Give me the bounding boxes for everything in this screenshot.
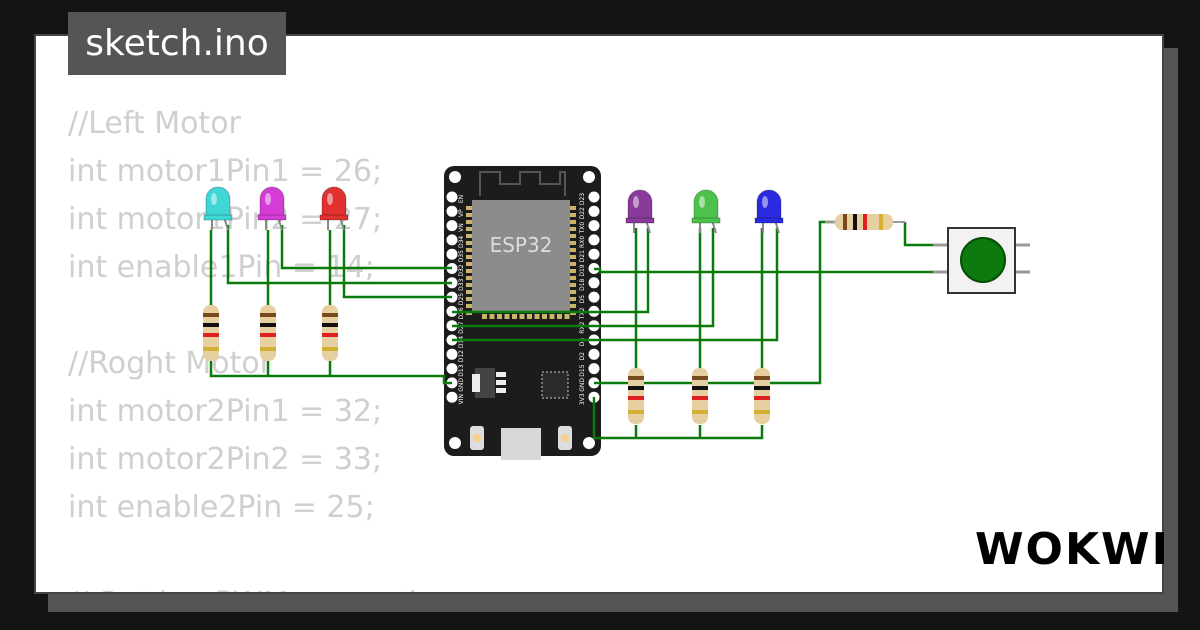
pin-label: D26	[458, 307, 465, 319]
pin-label: D5	[579, 295, 586, 304]
pin-label: D23	[579, 193, 586, 205]
pin-d22[interactable]	[588, 205, 600, 217]
pin-label: VP	[458, 209, 465, 217]
esp32-label: ESP32	[490, 233, 553, 257]
pin-label: D25	[458, 293, 465, 305]
pin-d13[interactable]	[446, 363, 458, 375]
pin-label: RX2	[579, 321, 586, 333]
pin-label: D19	[579, 264, 586, 276]
wire	[592, 397, 764, 440]
led[interactable]	[625, 189, 655, 234]
pin-label: D27	[458, 321, 465, 333]
pin-label: D4	[579, 338, 586, 347]
pin-label: VN	[458, 223, 465, 232]
pin-label: GND	[458, 378, 465, 392]
code-line: int enable2Pin = 25;	[68, 490, 375, 525]
pin-label: D14	[458, 336, 465, 348]
led[interactable]	[257, 186, 287, 231]
sketch-filename: sketch.ino	[68, 12, 286, 75]
wire	[452, 228, 779, 342]
pin-label: D21	[579, 250, 586, 262]
pin-label: D18	[579, 278, 586, 290]
led[interactable]	[203, 186, 233, 231]
pin-d2[interactable]	[588, 348, 600, 360]
pin-label: D12	[458, 350, 465, 362]
resistor	[754, 368, 770, 424]
pin-label: D22	[579, 207, 586, 219]
code-line: int motor1Pin1 = 26;	[68, 154, 383, 189]
code-preview: //Left Motor int motor1Pin1 = 26; int moto…	[68, 100, 451, 592]
pin-label: D32	[458, 264, 465, 276]
led[interactable]	[754, 189, 784, 234]
code-line: int motor2Pin1 = 32;	[68, 394, 383, 429]
pin-label: D13	[458, 364, 465, 376]
pin-d12[interactable]	[446, 348, 458, 360]
resistor	[260, 305, 276, 361]
pin-label: D34	[458, 236, 465, 248]
pin-label: RX0	[579, 236, 586, 248]
resistor	[692, 368, 708, 424]
resistor	[628, 368, 644, 424]
pin-d21[interactable]	[588, 248, 600, 260]
wire	[452, 228, 715, 328]
wire	[342, 225, 452, 299]
pin-vin[interactable]	[446, 391, 458, 403]
pin-label: TX2	[579, 307, 586, 320]
wire	[226, 225, 452, 285]
code-line: int motor2Pin2 = 33;	[68, 442, 383, 477]
led[interactable]	[691, 189, 721, 234]
code-line: // Setting PWM properties	[68, 580, 451, 592]
resistor	[203, 305, 219, 361]
resistor	[825, 214, 905, 230]
pin-label: VIN	[458, 394, 465, 404]
pin-d18[interactable]	[588, 277, 600, 289]
pin-d23[interactable]	[588, 191, 600, 203]
pin-vp[interactable]	[446, 205, 458, 217]
code-line: //Left Motor	[68, 106, 241, 141]
pin-label: D33	[458, 278, 465, 290]
wire	[209, 360, 452, 385]
led[interactable]	[319, 186, 349, 231]
pin-d34[interactable]	[446, 234, 458, 246]
pin-label: GND	[579, 378, 586, 392]
pin-label: D15	[579, 364, 586, 376]
pin-d5[interactable]	[588, 291, 600, 303]
pin-d15[interactable]	[588, 363, 600, 375]
wokwi-logo: WOKWI	[975, 524, 1170, 575]
pin-vn[interactable]	[446, 220, 458, 232]
wire	[594, 267, 940, 274]
pushbutton[interactable]	[933, 227, 1030, 294]
pin-d35[interactable]	[446, 248, 458, 260]
resistor	[322, 305, 338, 361]
esp32-chip	[472, 200, 570, 312]
pin-tx0[interactable]	[588, 220, 600, 232]
wire	[452, 228, 650, 314]
wire	[594, 220, 835, 385]
pin-en[interactable]	[446, 191, 458, 203]
pin-label: D35	[458, 250, 465, 262]
pin-rx0[interactable]	[588, 234, 600, 246]
pin-label: TX0	[579, 222, 586, 235]
pin-label: 3V3	[579, 393, 586, 405]
pin-label: D2	[579, 352, 586, 361]
pin-label: EN	[458, 195, 465, 203]
wire	[280, 225, 452, 270]
usb-port	[501, 428, 541, 460]
wire	[903, 222, 940, 247]
